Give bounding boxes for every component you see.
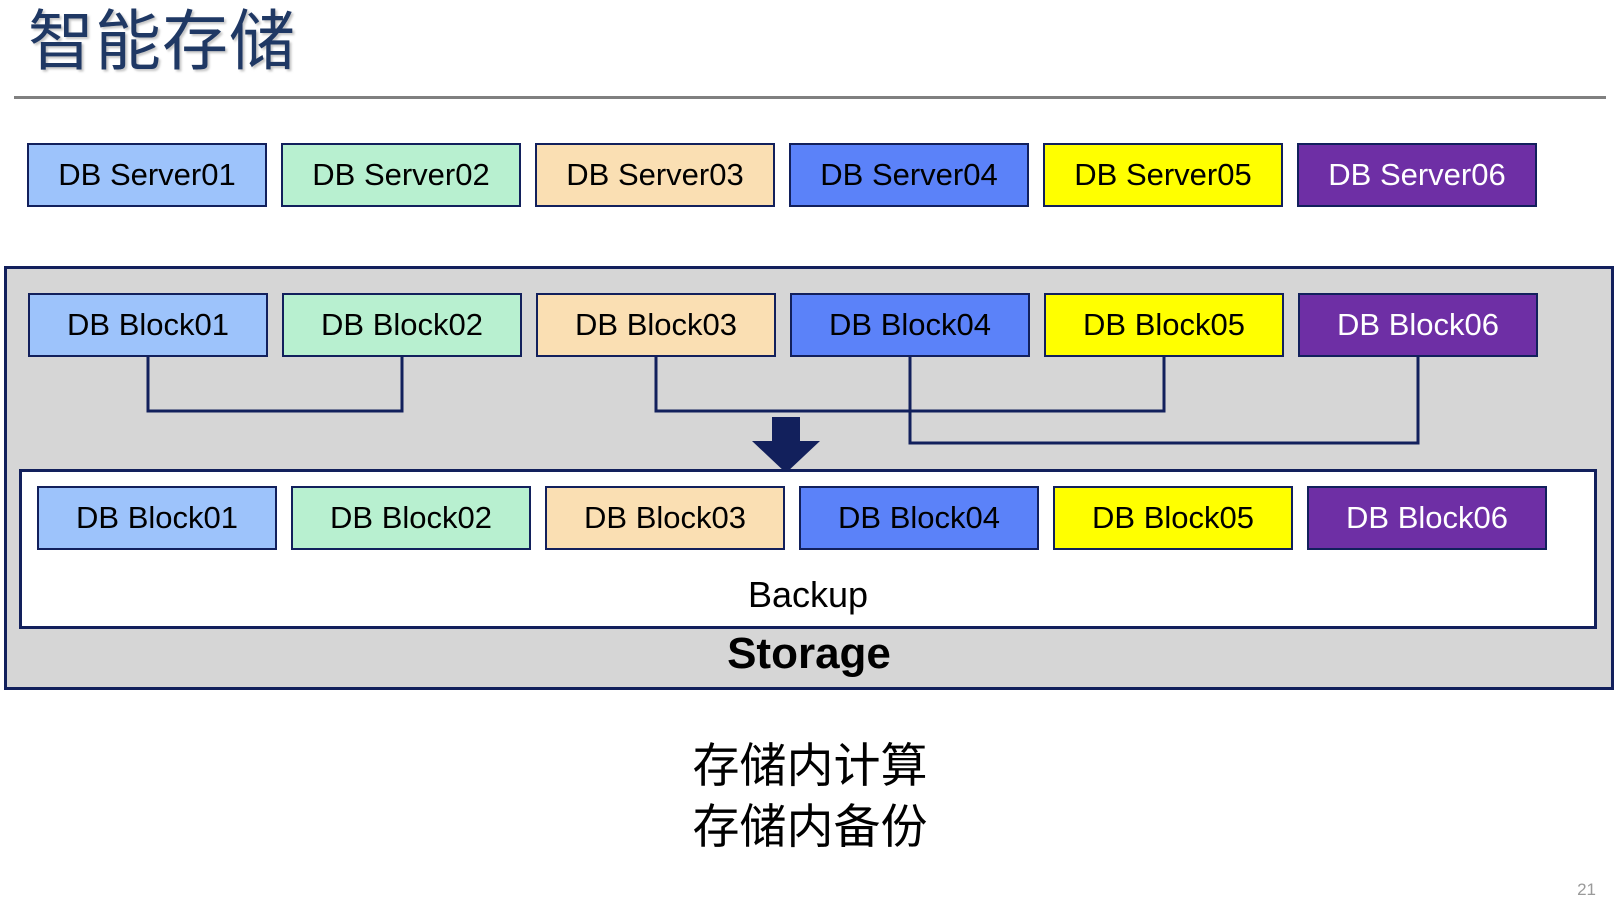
db-block-box-backup-label: DB Block02 <box>330 500 492 535</box>
db-block-box-backup-label: DB Block01 <box>76 500 238 535</box>
slide-caption: 存储内计算存储内备份 <box>0 735 1620 857</box>
db-block-box-backup-label: DB Block06 <box>1346 500 1508 535</box>
db-block-box-backup-6[interactable]: DB Block06 <box>1307 486 1547 550</box>
db-block-box-backup-3[interactable]: DB Block03 <box>545 486 785 550</box>
db-block-box-backup-label: DB Block04 <box>838 500 1000 535</box>
db-server-box-label: DB Server06 <box>1328 157 1506 192</box>
db-block-box-primary-2[interactable]: DB Block02 <box>282 293 522 357</box>
page-title: 智能存储 <box>28 4 296 78</box>
db-block-box-backup-2[interactable]: DB Block02 <box>291 486 531 550</box>
db-block-box-primary-5[interactable]: DB Block05 <box>1044 293 1284 357</box>
db-block-box-backup-label: DB Block05 <box>1092 500 1254 535</box>
db-block-box-primary-label: DB Block04 <box>829 307 991 342</box>
storage-label: Storage <box>727 629 891 678</box>
db-server-box-label: DB Server02 <box>312 157 490 192</box>
backup-panel: DB Block01 DB Block02 DB Block03 DB Block04… <box>19 469 1597 629</box>
db-block-row-backup: DB Block01 DB Block02 DB Block03 DB Block04… <box>22 472 1594 632</box>
db-block-box-backup-label: DB Block03 <box>584 500 746 535</box>
page-number: 21 <box>1577 880 1596 899</box>
db-block-box-primary-4[interactable]: DB Block04 <box>790 293 1030 357</box>
caption-line-2: 存储内备份 <box>692 800 928 854</box>
caption-line-1: 存储内计算 <box>692 739 928 792</box>
db-block-box-primary-label: DB Block03 <box>575 307 737 342</box>
db-block-box-backup-5[interactable]: DB Block05 <box>1053 486 1293 550</box>
db-block-box-primary-label: DB Block01 <box>67 307 229 342</box>
db-server-box-label: DB Server03 <box>566 157 744 192</box>
db-block-box-primary-6[interactable]: DB Block06 <box>1298 293 1538 357</box>
db-block-box-primary-label: DB Block06 <box>1337 307 1499 342</box>
db-server-box-label: DB Server05 <box>1074 157 1252 192</box>
db-block-row-primary: DB Block01 DB Block02 DB Block03 DB Block04… <box>7 269 1611 693</box>
db-server-box-label: DB Server01 <box>58 157 236 192</box>
db-server-box-1[interactable]: DB Server01 <box>27 143 267 207</box>
storage-container: DB Block01 DB Block02 DB Block03 DB Block04… <box>4 266 1614 690</box>
title-divider <box>14 96 1606 99</box>
db-block-box-primary-label: DB Block02 <box>321 307 483 342</box>
db-block-box-primary-label: DB Block05 <box>1083 307 1245 342</box>
db-block-box-primary-3[interactable]: DB Block03 <box>536 293 776 357</box>
db-server-box-2[interactable]: DB Server02 <box>281 143 521 207</box>
db-block-box-backup-1[interactable]: DB Block01 <box>37 486 277 550</box>
db-server-box-label: DB Server04 <box>820 157 998 192</box>
db-block-box-backup-4[interactable]: DB Block04 <box>799 486 1039 550</box>
backup-label: Backup <box>747 574 869 615</box>
db-block-box-primary-1[interactable]: DB Block01 <box>28 293 268 357</box>
db-server-box-6[interactable]: DB Server06 <box>1297 143 1537 207</box>
db-server-box-3[interactable]: DB Server03 <box>535 143 775 207</box>
db-server-box-5[interactable]: DB Server05 <box>1043 143 1283 207</box>
db-server-box-4[interactable]: DB Server04 <box>789 143 1029 207</box>
